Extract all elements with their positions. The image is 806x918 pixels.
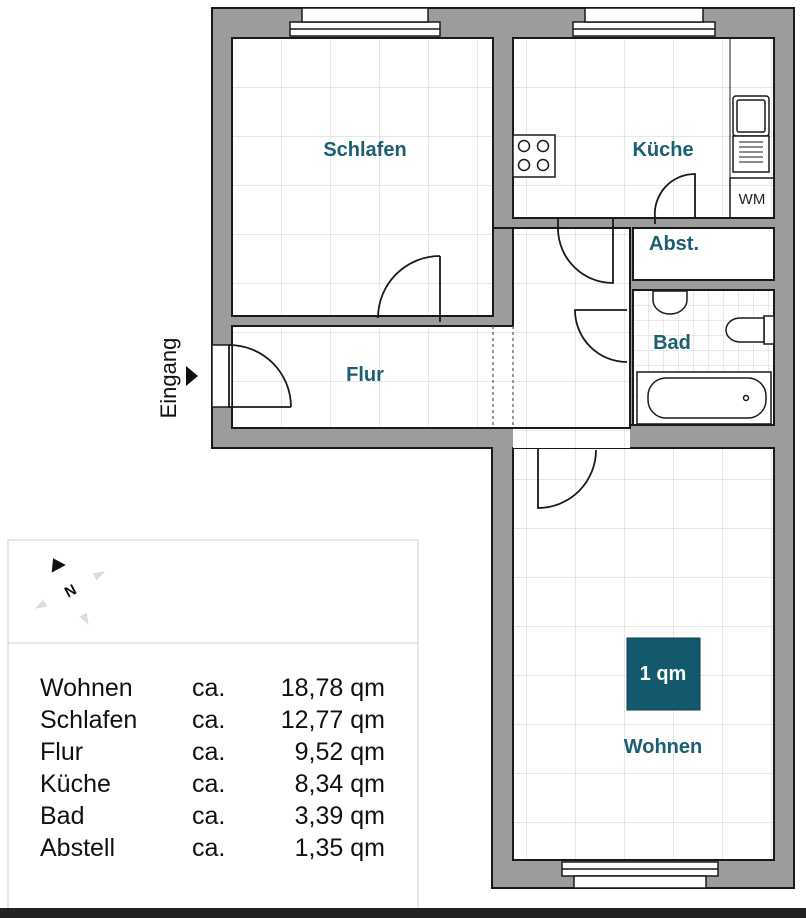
compass-rose: N [34, 558, 106, 626]
windows [289, 7, 719, 889]
door-bad [574, 309, 628, 363]
area-approx: ca. [192, 674, 225, 702]
area-value: 18,78 qm [281, 674, 385, 702]
bottom-bar [0, 908, 806, 918]
area-room-name: Bad [40, 802, 84, 830]
window-kueche [572, 7, 716, 37]
kitchen-fixtures [512, 37, 775, 219]
entrance-label: Eingang [156, 338, 181, 419]
area-row: Abstell ca. 1,35 qm [40, 834, 385, 862]
entrance-opening [211, 344, 233, 408]
room-label-flur: Flur [346, 364, 384, 386]
area-approx: ca. [192, 738, 225, 766]
area-approx: ca. [192, 802, 225, 830]
area-value: 9,52 qm [295, 738, 385, 766]
area-row: Flur ca. 9,52 qm [40, 738, 385, 766]
window-schlafen [289, 7, 441, 37]
area-room-name: Schlafen [40, 706, 137, 734]
room-label-schlafen: Schlafen [323, 139, 406, 161]
threshold-lines [492, 326, 514, 428]
stove-icon [512, 134, 556, 178]
door-schlafen [377, 255, 441, 322]
door-kueche [557, 218, 614, 284]
entrance-arrow-icon [186, 366, 198, 386]
area-value: 12,77 qm [281, 706, 385, 734]
area-row: Schlafen ca. 12,77 qm [40, 706, 385, 734]
door-entrance [228, 344, 292, 408]
area-table: Wohnen ca. 18,78 qm Schlafen ca. 12,77 qm Flur… [40, 674, 385, 862]
door-wohnen [537, 448, 597, 509]
legend-box [7, 539, 419, 911]
area-value: 8,34 qm [295, 770, 385, 798]
area-row: Wohnen ca. 18,78 qm [40, 674, 385, 702]
washer-box [729, 177, 775, 219]
doors [228, 173, 696, 509]
interior-walls [232, 217, 774, 429]
sink-icon [732, 95, 770, 173]
area-room-name: Wohnen [40, 674, 133, 702]
compass-north-arrow-icon [51, 558, 66, 573]
room-label-abstell: Abst. [649, 233, 699, 255]
area-room-name: Abstell [40, 834, 115, 862]
bathroom-fixtures [636, 290, 775, 425]
area-room-name: Küche [40, 770, 111, 798]
door-abstell [653, 173, 696, 224]
area-value: 1,35 qm [295, 834, 385, 862]
area-approx: ca. [192, 706, 225, 734]
washbasin-icon [652, 290, 688, 315]
area-value: 3,39 qm [295, 802, 385, 830]
area-row: Küche ca. 8,34 qm [40, 770, 385, 798]
area-row: Bad ca. 3,39 qm [40, 802, 385, 830]
entrance-marker: Eingang [156, 338, 198, 419]
area-approx: ca. [192, 834, 225, 862]
window-wohnen [561, 861, 719, 889]
room-label-bad: Bad [653, 332, 691, 354]
area-approx: ca. [192, 770, 225, 798]
toilet-icon [725, 315, 775, 345]
scale-label: 1 qm [640, 663, 687, 685]
area-room-name: Flur [40, 738, 83, 766]
washer-label: WM [739, 191, 766, 208]
scale-square: 1 qm [626, 637, 701, 711]
room-label-wohnen: Wohnen [624, 736, 703, 758]
bathtub-icon [636, 371, 772, 425]
room-label-kueche: Küche [632, 139, 693, 161]
